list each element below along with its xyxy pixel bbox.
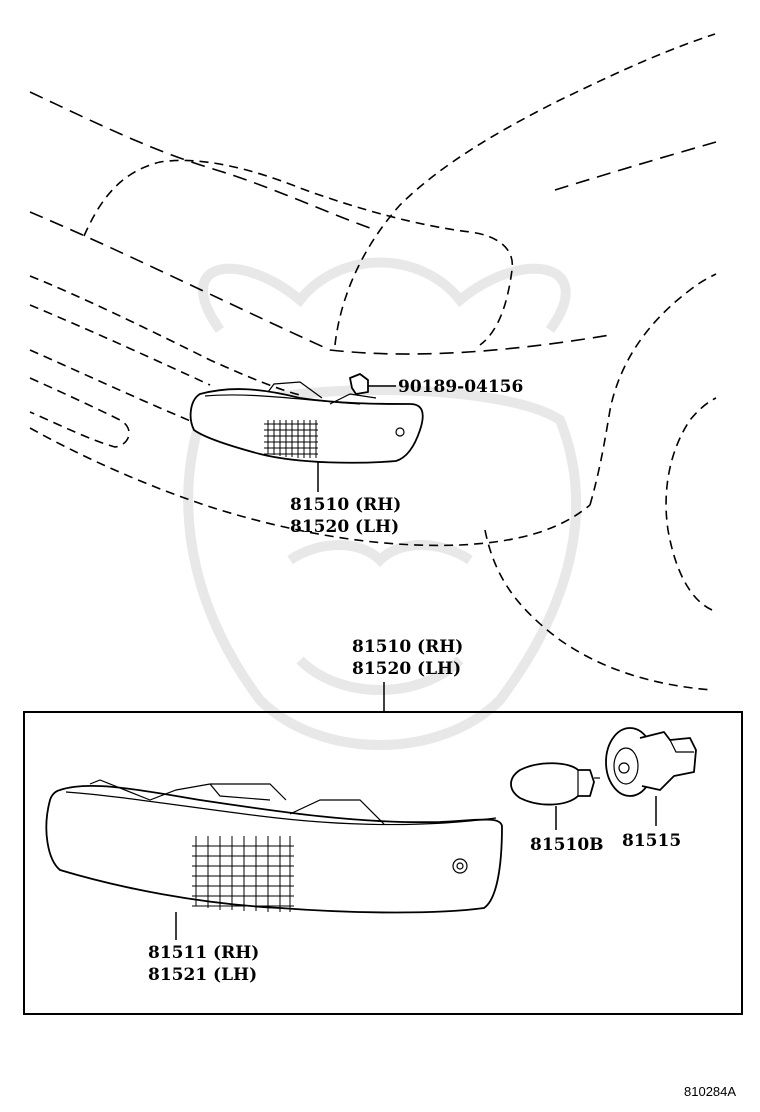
socket-part bbox=[605, 727, 697, 797]
lens-grid-small bbox=[264, 420, 318, 458]
vehicle-outline bbox=[29, 33, 717, 691]
bulb-part bbox=[510, 762, 600, 806]
callout-lamp-lh-box: 81520 (LH) bbox=[352, 659, 461, 679]
callout-bulb: 81510B bbox=[530, 835, 604, 855]
reference-number: 810284A bbox=[684, 1084, 736, 1099]
lens-large bbox=[45, 779, 503, 914]
clip-part-icon bbox=[349, 373, 396, 395]
callout-lamp-lh-top: 81520 (LH) bbox=[290, 517, 399, 537]
installed-lamp-assembly bbox=[189, 381, 424, 464]
callout-clip: 90189-04156 bbox=[398, 377, 523, 397]
watermark-emblem bbox=[183, 257, 582, 750]
callout-socket: 81515 bbox=[622, 831, 681, 851]
lens-grid-large bbox=[192, 836, 294, 912]
callout-lens-lh: 81521 (LH) bbox=[148, 965, 257, 985]
callout-lamp-rh-top: 81510 (RH) bbox=[290, 495, 401, 515]
exploded-view-frame bbox=[23, 711, 743, 1015]
callout-lens-rh: 81511 (RH) bbox=[148, 943, 259, 963]
callout-lamp-rh-box: 81510 (RH) bbox=[352, 637, 463, 657]
